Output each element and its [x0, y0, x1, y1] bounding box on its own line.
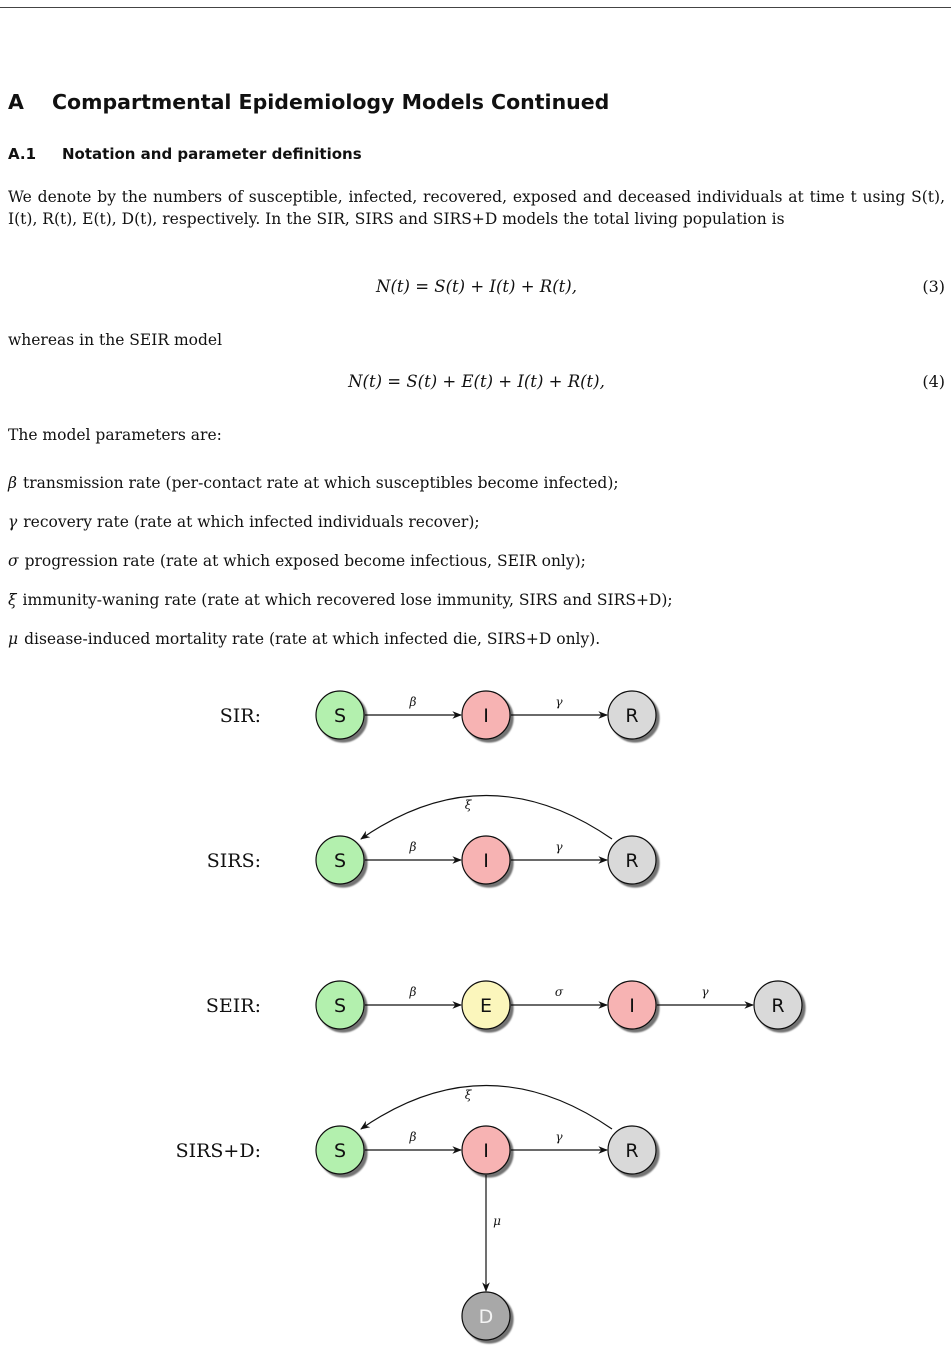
param-beta-symbol: β [8, 474, 17, 492]
sirsd-rate-gamma: γ [555, 1130, 563, 1144]
sir-node-s-label: S [334, 705, 346, 727]
sirsd-rate-mu: μ [493, 1214, 501, 1228]
sirsd-label: SIRS+D: [176, 1140, 261, 1162]
sirs-diagram: SIRS: ξ β γ S I R [207, 795, 657, 885]
params-intro-paragraph: The model parameters are: [8, 426, 222, 444]
sirs-node-s: S [315, 835, 365, 885]
seir-node-s-circle [315, 980, 365, 1030]
sirs-node-r-label: R [625, 850, 638, 872]
seir-node-e-label: E [480, 995, 492, 1017]
equation-3: N(t) = S(t) + I(t) + R(t), (3) [8, 277, 945, 301]
sir-node-r: R [607, 690, 657, 740]
seir-node-i: I [607, 980, 657, 1030]
sir-node-i-circle [461, 690, 511, 740]
sirsd-edge-r-s [360, 1085, 613, 1130]
sirs-node-s-circle [315, 835, 365, 885]
sirsd-node-d-circle [461, 1291, 511, 1341]
param-mu-symbol: μ [8, 630, 19, 648]
equation-4: N(t) = S(t) + E(t) + I(t) + R(t), (4) [8, 372, 945, 396]
sirsd-node-i: I [461, 1125, 511, 1175]
param-gamma-symbol: γ [8, 513, 18, 531]
section-number: A [8, 90, 24, 114]
param-sigma-symbol: σ [8, 552, 19, 570]
sirsd-node-d: D [461, 1291, 511, 1341]
sirsd-rate-beta: β [409, 1130, 417, 1144]
equation-3-tag: (3) [922, 277, 945, 296]
seir-node-e: E [461, 980, 511, 1030]
subsection-number: A.1 [8, 145, 37, 163]
param-sigma: σ progression rate (rate at which exposed… [8, 552, 586, 570]
sirsd-node-d-label: D [479, 1306, 494, 1328]
sirs-node-i-label: I [483, 850, 489, 872]
seir-node-r-label: R [771, 995, 784, 1017]
sirsd-node-i-label: I [483, 1140, 489, 1162]
sir-rate-beta: β [409, 695, 417, 709]
param-beta-desc: transmission rate (per-contact rate at w… [22, 474, 619, 492]
sirs-rate-gamma: γ [555, 840, 563, 854]
sirs-rate-xi: ξ [465, 798, 473, 812]
param-mu: μ disease-induced mortality rate (rate at… [8, 630, 600, 648]
subsection-title-text: Notation and parameter definitions [62, 145, 362, 163]
seir-node-r: R [753, 980, 803, 1030]
sirsd-node-r-circle [607, 1125, 657, 1175]
equation-3-body: N(t) = S(t) + I(t) + R(t), [376, 277, 577, 296]
intro-paragraph: We denote by the numbers of susceptible,… [8, 188, 945, 228]
param-xi-desc: immunity-waning rate (rate at which reco… [22, 591, 673, 609]
section-title-text: Compartmental Epidemiology Models Contin… [52, 90, 610, 114]
seir-rate-sigma: σ [555, 985, 564, 999]
sirs-node-i-circle [461, 835, 511, 885]
section-title: A Compartmental Epidemiology Models Conti… [8, 90, 609, 114]
sirs-rate-beta: β [409, 840, 417, 854]
sirsd-node-r-label: R [625, 1140, 638, 1162]
seir-rate-beta: β [409, 985, 417, 999]
seir-node-s-label: S [334, 995, 346, 1017]
sirsd-rate-xi: ξ [465, 1088, 473, 1102]
sir-node-s: S [315, 690, 365, 740]
sirs-node-r: R [607, 835, 657, 885]
equation-4-tag: (4) [922, 372, 945, 391]
param-gamma-desc: recovery rate (rate at which infected in… [23, 513, 480, 531]
sirsd-diagram: SIRS+D: ξ β γ μ S I R D [176, 1085, 657, 1341]
seir-node-r-circle [753, 980, 803, 1030]
sirs-node-i: I [461, 835, 511, 885]
seir-note-paragraph: whereas in the SEIR model [8, 331, 223, 349]
sir-node-r-label: R [625, 705, 638, 727]
sirs-edge-r-s [360, 795, 613, 840]
sir-node-i: I [461, 690, 511, 740]
param-mu-desc: disease-induced mortality rate (rate at … [24, 630, 601, 648]
sir-node-r-circle [607, 690, 657, 740]
sirsd-node-r: R [607, 1125, 657, 1175]
param-gamma: γ recovery rate (rate at which infected i… [8, 513, 480, 531]
equation-4-body: N(t) = S(t) + E(t) + I(t) + R(t), [348, 372, 605, 391]
param-xi: ξ immunity-waning rate (rate at which rec… [8, 591, 673, 609]
seir-rate-gamma: γ [701, 985, 709, 999]
sirs-node-s-label: S [334, 850, 346, 872]
model-diagrams: SIR: β γ S I R SIRS: ξ β γ S I [176, 690, 803, 1341]
seir-node-e-circle [461, 980, 511, 1030]
sir-node-i-label: I [483, 705, 489, 727]
sirsd-node-s-label: S [334, 1140, 346, 1162]
seir-node-s: S [315, 980, 365, 1030]
seir-label: SEIR: [206, 995, 261, 1017]
sir-diagram: SIR: β γ S I R [220, 690, 657, 740]
seir-node-i-label: I [629, 995, 635, 1017]
sirsd-node-i-circle [461, 1125, 511, 1175]
sir-node-s-circle [315, 690, 365, 740]
sirs-label: SIRS: [207, 850, 261, 872]
sirs-node-r-circle [607, 835, 657, 885]
sirsd-node-s-circle [315, 1125, 365, 1175]
param-beta: β transmission rate (per-contact rate at … [8, 474, 619, 492]
param-xi-symbol: ξ [8, 591, 17, 609]
seir-node-i-circle [607, 980, 657, 1030]
header-rule [0, 7, 951, 8]
sir-rate-gamma: γ [555, 695, 563, 709]
param-sigma-desc: progression rate (rate at which exposed … [24, 552, 586, 570]
sirsd-node-s: S [315, 1125, 365, 1175]
subsection-title: A.1 Notation and parameter definitions [8, 145, 362, 163]
seir-diagram: SEIR: β σ γ S E I R [206, 980, 803, 1030]
sir-label: SIR: [220, 705, 261, 727]
